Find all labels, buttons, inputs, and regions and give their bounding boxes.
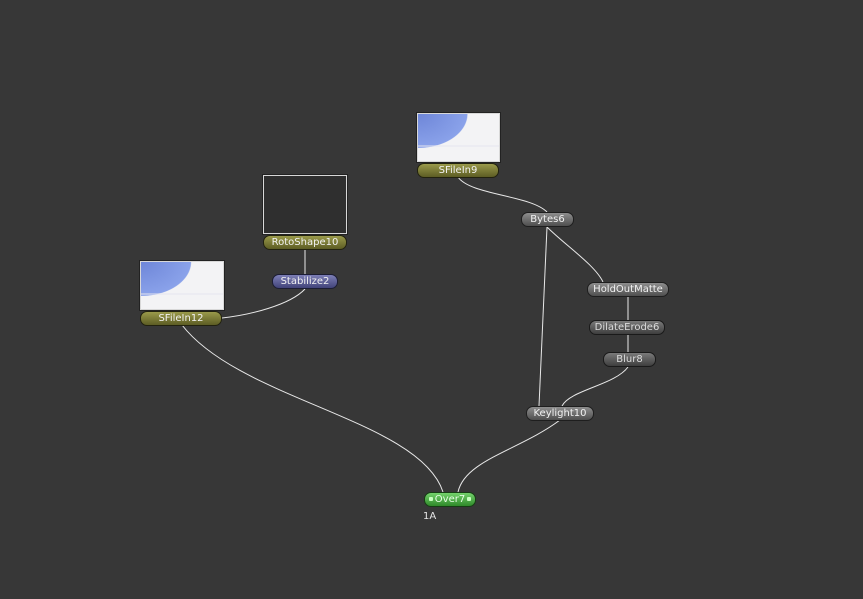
wire-sfilein12-over7 [181,324,444,493]
wire-bytes6-holdoutmatte [546,226,604,283]
node-stabilize2[interactable]: Stabilize2 [272,274,338,289]
sfilein12-thumbnail[interactable] [139,260,225,311]
node-keylight10[interactable]: Keylight10 [526,406,594,421]
selected-marker-icon [467,497,472,501]
wire-sfilein9-bytes6 [457,176,548,213]
sfilein9-thumbnail[interactable] [416,112,501,163]
wire-stabilize2-sfilein12 [221,288,306,319]
wire-bytes6-keylight10 [538,226,548,407]
selected-marker-icon [428,497,433,501]
node-holdoutmatte[interactable]: HoldOutMatte [587,282,669,297]
over7-output-label: 1A [423,511,437,522]
rotoshape10-thumbnail[interactable] [262,174,348,235]
node-dilateerode6[interactable]: DilateErode6 [589,320,665,335]
node-bytes6[interactable]: Bytes6 [521,212,574,227]
node-blur8[interactable]: Blur8 [603,352,656,367]
node-over7[interactable]: Over7 [424,492,476,507]
wire-keylight10-over7 [457,419,561,493]
node-over7-label: Over7 [434,494,466,505]
node-sfilein9[interactable]: SFileIn9 [417,163,499,178]
wire-blur8-keylight10 [561,366,629,407]
node-rotoshape10[interactable]: RotoShape10 [263,235,347,250]
node-sfilein12[interactable]: SFileIn12 [140,311,222,326]
